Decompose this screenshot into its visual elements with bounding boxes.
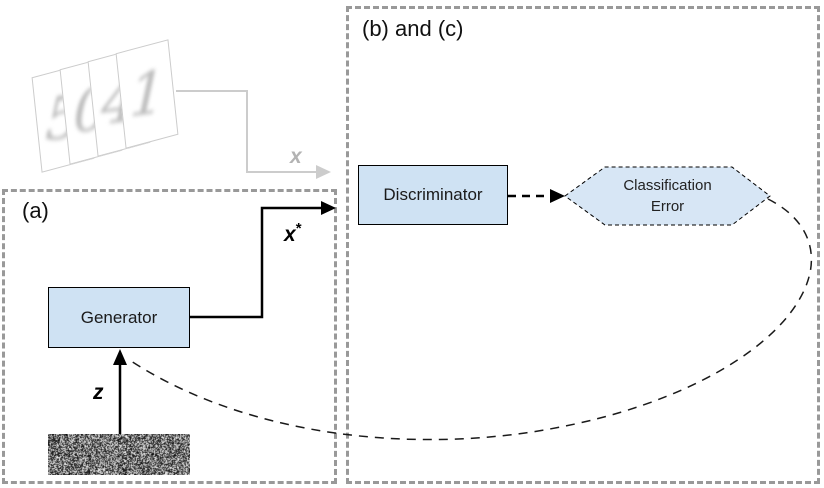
generated-sample-sup: * <box>296 220 302 237</box>
discriminator-node: Discriminator <box>358 165 508 225</box>
mnist-digit: 1 <box>128 57 166 131</box>
panel-a-label: (a) <box>22 198 49 224</box>
mnist-card: 1 <box>116 39 179 149</box>
classification-error-line2: Error <box>651 196 684 217</box>
discriminator-label: Discriminator <box>383 185 482 205</box>
generated-sample-label: x* <box>284 220 302 247</box>
real-data-arrowhead-icon <box>316 165 331 179</box>
real-sample-label: x <box>290 145 302 169</box>
classification-error-line1: Classification <box>623 175 711 196</box>
generator-node: Generator <box>48 287 190 348</box>
noise-label: z <box>93 381 104 405</box>
generated-sample-base: x <box>284 223 296 246</box>
noise-image <box>48 434 190 475</box>
generator-label: Generator <box>81 308 158 328</box>
classification-error-label: Classification Error <box>580 167 755 225</box>
panel-bc-label: (b) and (c) <box>362 16 463 42</box>
panel-bc-frame <box>346 6 820 484</box>
